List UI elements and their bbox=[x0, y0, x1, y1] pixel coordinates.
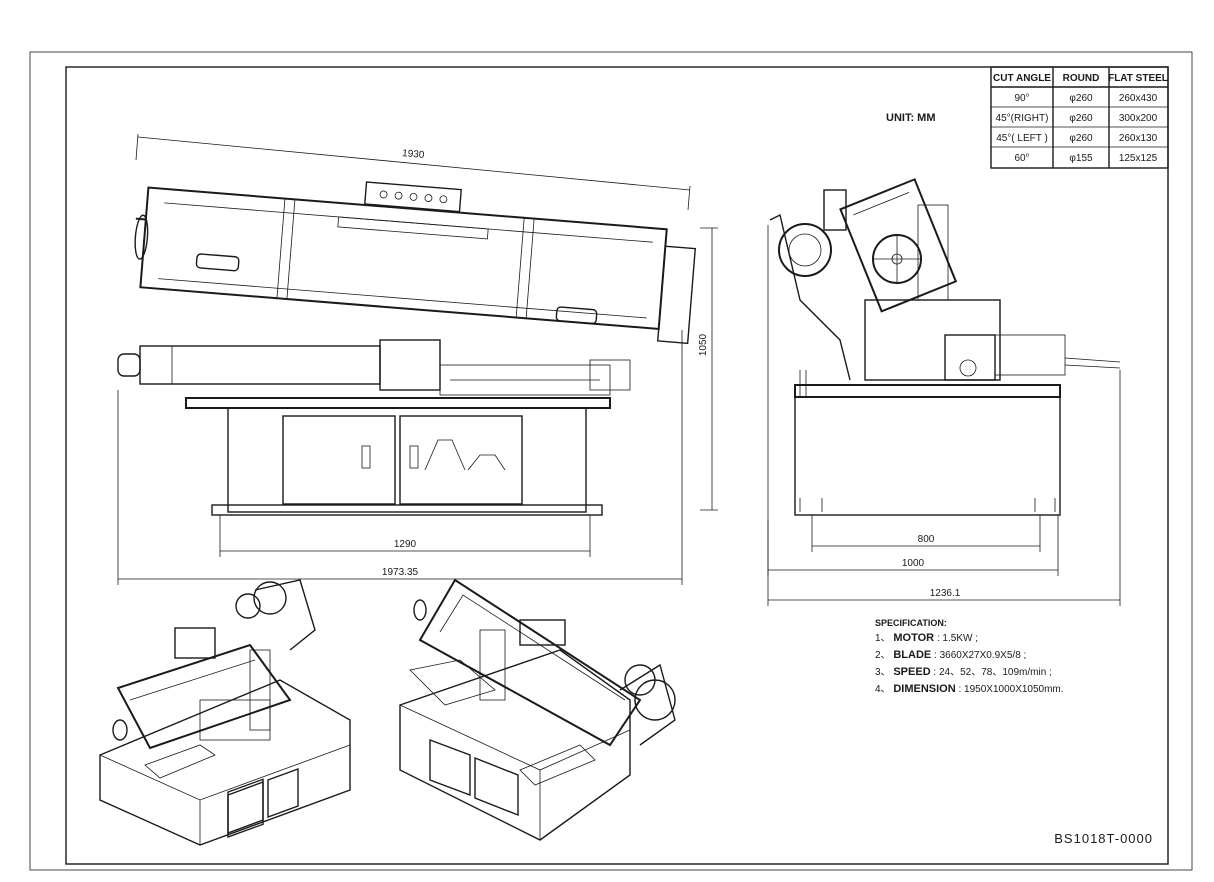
spec-num: 3、 bbox=[875, 667, 891, 678]
table-cell: φ260 bbox=[1069, 93, 1093, 104]
spec-label: SPEED bbox=[893, 666, 930, 678]
spec-item: 3、 SPEED : 24、52、78、109m/min ; bbox=[875, 666, 1052, 678]
dimension-total-length: 1973.35 bbox=[382, 567, 419, 578]
spec-label: DIMENSION bbox=[893, 683, 955, 695]
drawing-number: BS1018T-0000 bbox=[1054, 831, 1153, 846]
spec-item: 2、 BLADE : 3660X27X0.9X5/8 ; bbox=[875, 649, 1026, 661]
inner-border bbox=[65, 66, 1169, 865]
specification-title: SPECIFICATION: bbox=[875, 618, 947, 628]
table-header-round: ROUND bbox=[1063, 73, 1100, 84]
table-cell: φ260 bbox=[1069, 113, 1093, 124]
dimension-side-height: 1050 bbox=[698, 333, 709, 356]
unit-label: UNIT: MM bbox=[886, 112, 936, 124]
end-elevation-view bbox=[769, 178, 1121, 516]
spec-num: 4、 bbox=[875, 684, 891, 695]
spec-item: 1、 MOTOR : 1.5KW ; bbox=[875, 632, 978, 644]
table-cell: 45°( LEFT ) bbox=[996, 133, 1048, 144]
spec-num: 1、 bbox=[875, 633, 891, 644]
spec-value: : 1.5KW ; bbox=[937, 633, 978, 644]
table-header-cut-angle: CUT ANGLE bbox=[993, 73, 1051, 84]
table-cell: 125x125 bbox=[1119, 153, 1158, 164]
spec-value: : 24、52、78、109m/min ; bbox=[933, 667, 1051, 678]
side-elevation-view bbox=[117, 181, 697, 516]
table-cell: 260x430 bbox=[1119, 93, 1158, 104]
table-cell: 45°(RIGHT) bbox=[996, 113, 1049, 124]
spec-item: 4、 DIMENSION : 1950X1000X1050mm. bbox=[875, 683, 1064, 695]
spec-value: : 1950X1000X1050mm. bbox=[958, 684, 1063, 695]
end-dimensions: 800 1000 1236.1 bbox=[767, 225, 1121, 606]
table-cell: φ155 bbox=[1069, 153, 1093, 164]
dimension-end-total: 1236.1 bbox=[930, 588, 961, 599]
table-cell: 60° bbox=[1014, 153, 1029, 164]
spec-num: 2、 bbox=[875, 650, 891, 661]
dimension-end-base: 1000 bbox=[902, 558, 925, 569]
table-cell: 300x200 bbox=[1119, 113, 1158, 124]
dimension-base-length: 1290 bbox=[394, 539, 417, 550]
table-header-flat-steel: FLAT STEEL bbox=[1108, 73, 1168, 84]
table-cell: 260x130 bbox=[1119, 133, 1158, 144]
spec-label: BLADE bbox=[893, 649, 931, 661]
dimension-side-length: 1930 bbox=[402, 148, 426, 161]
side-dimensions: 1930 1050 1290 1973.35 bbox=[117, 133, 718, 585]
cut-capacity-table: CUT ANGLE ROUND FLAT STEEL 90° φ260 260x… bbox=[990, 66, 1169, 169]
table-cell: 90° bbox=[1014, 93, 1029, 104]
spec-value: : 3660X27X0.9X5/8 ; bbox=[934, 650, 1026, 661]
isometric-view-right bbox=[399, 578, 676, 841]
outer-border bbox=[29, 51, 1193, 871]
specification-block: SPECIFICATION: 1、 MOTOR : 1.5KW ; 2、 BLA… bbox=[875, 618, 1064, 695]
dimension-end-inner: 800 bbox=[918, 534, 935, 545]
spec-label: MOTOR bbox=[893, 632, 934, 644]
table-cell: φ260 bbox=[1069, 133, 1093, 144]
isometric-view-left bbox=[99, 579, 351, 846]
